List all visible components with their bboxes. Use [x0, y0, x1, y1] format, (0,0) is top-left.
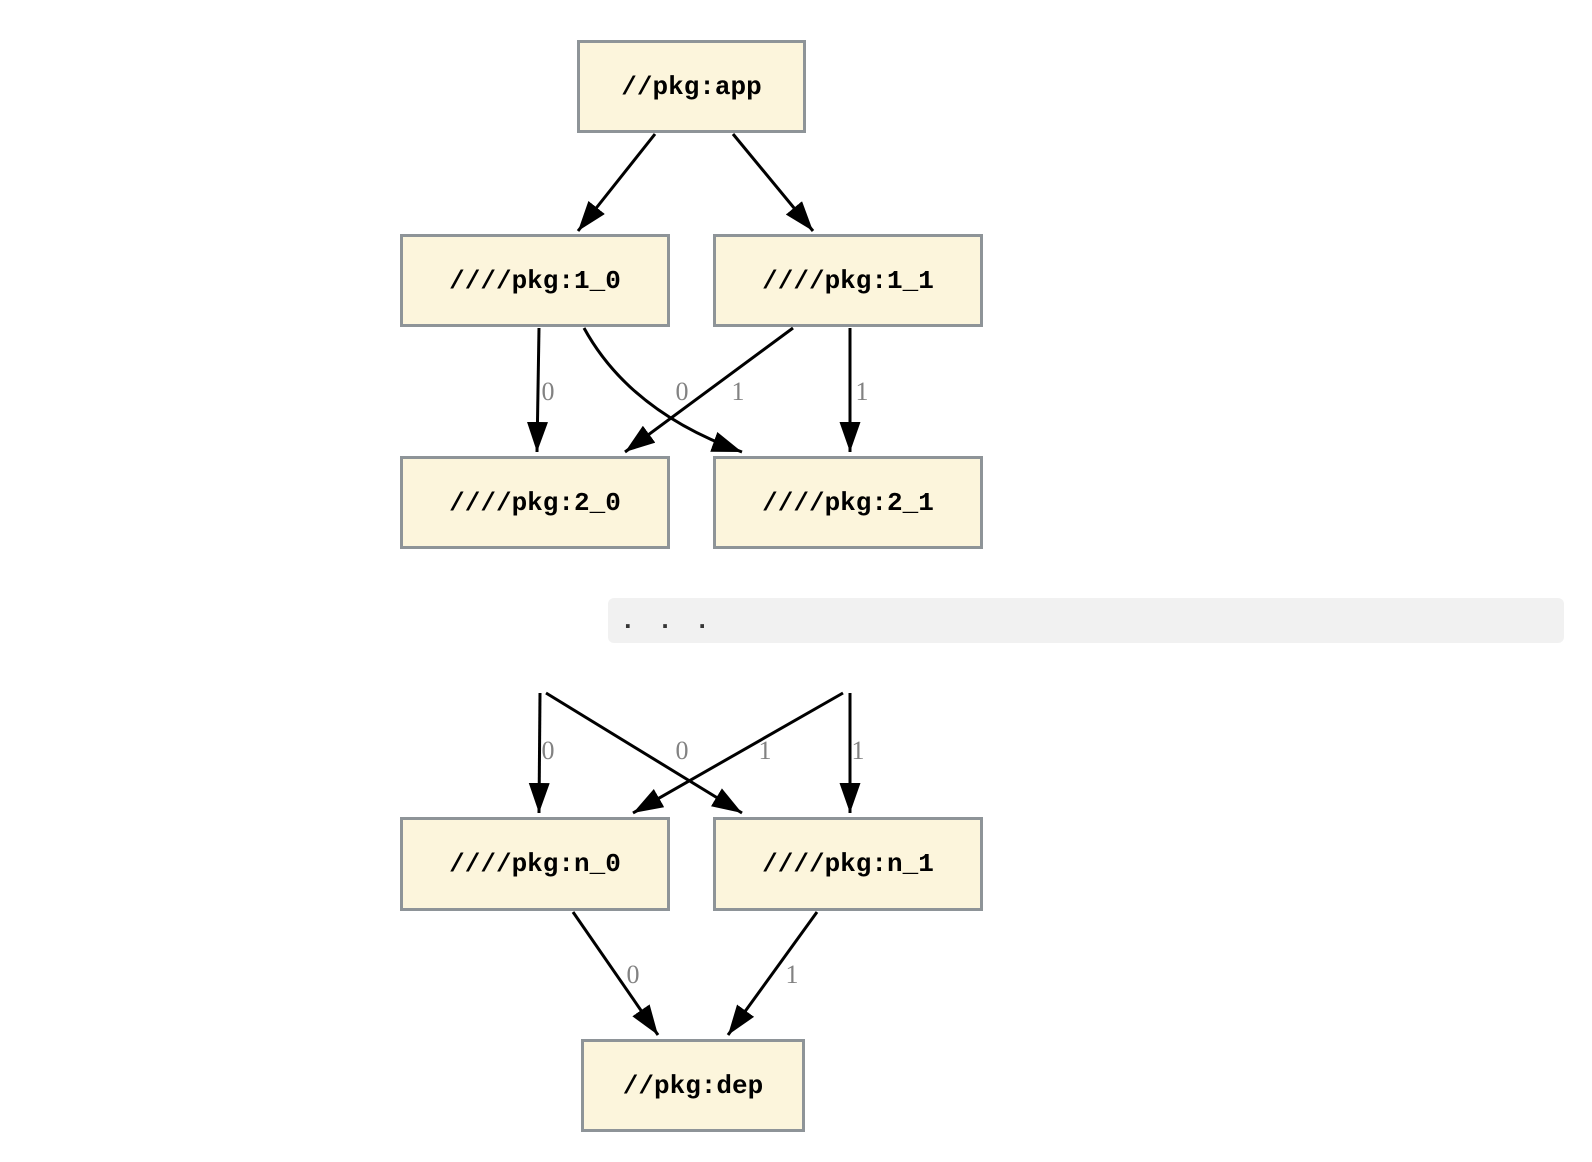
- edge-label-ellipsis-n_1-diagonal: 1: [758, 736, 772, 765]
- edge-app-to-1_1: [731, 133, 815, 232]
- node-pkg-2_0: ////pkg:2_0: [400, 456, 670, 549]
- ellipsis-bar: . . .: [608, 598, 1564, 643]
- edge-app-to-1_0: [576, 133, 657, 232]
- edge-label-1_0-2_1: 1: [731, 377, 745, 406]
- ellipsis-dots: . . .: [620, 605, 714, 636]
- edge-ellipsis-to-n_1-diagonal: [545, 691, 743, 815]
- node-pkg-app: //pkg:app: [577, 40, 806, 133]
- edge-label-1_1-2_0: 0: [675, 377, 689, 406]
- edge-1_0-to-2_1: [582, 327, 743, 454]
- edge-1_0-to-2_0: [526, 327, 548, 453]
- edge-n_1-to-dep: [726, 911, 819, 1036]
- edge-label-1_1-2_1: 1: [855, 377, 869, 406]
- edge-label-n_0-dep: 0: [626, 960, 640, 989]
- edge-ellipsis-to-n_0-diagonal: [632, 691, 844, 815]
- edge-n_0-to-dep: [571, 911, 660, 1036]
- edge-label-ellipsis-n_0-vertical: 0: [541, 736, 555, 765]
- edge-label-ellipsis-n_1-vertical: 1: [851, 736, 865, 765]
- node-pkg-n_1: ////pkg:n_1: [713, 817, 983, 911]
- node-pkg-1_0: ////pkg:1_0: [400, 234, 670, 327]
- node-pkg-n_0: ////pkg:n_0: [400, 817, 670, 911]
- node-pkg-dep: //pkg:dep: [581, 1039, 805, 1132]
- edge-label-n_1-dep: 1: [785, 960, 799, 989]
- edge-label-1_0-2_0: 0: [541, 377, 555, 406]
- node-pkg-2_1: ////pkg:2_1: [713, 456, 983, 549]
- edge-ellipsis-to-n_0-vertical: [528, 692, 550, 814]
- edge-1_1-to-2_0: [624, 326, 794, 454]
- node-pkg-1_1: ////pkg:1_1: [713, 234, 983, 327]
- edge-label-ellipsis-n_0-diagonal: 0: [675, 736, 689, 765]
